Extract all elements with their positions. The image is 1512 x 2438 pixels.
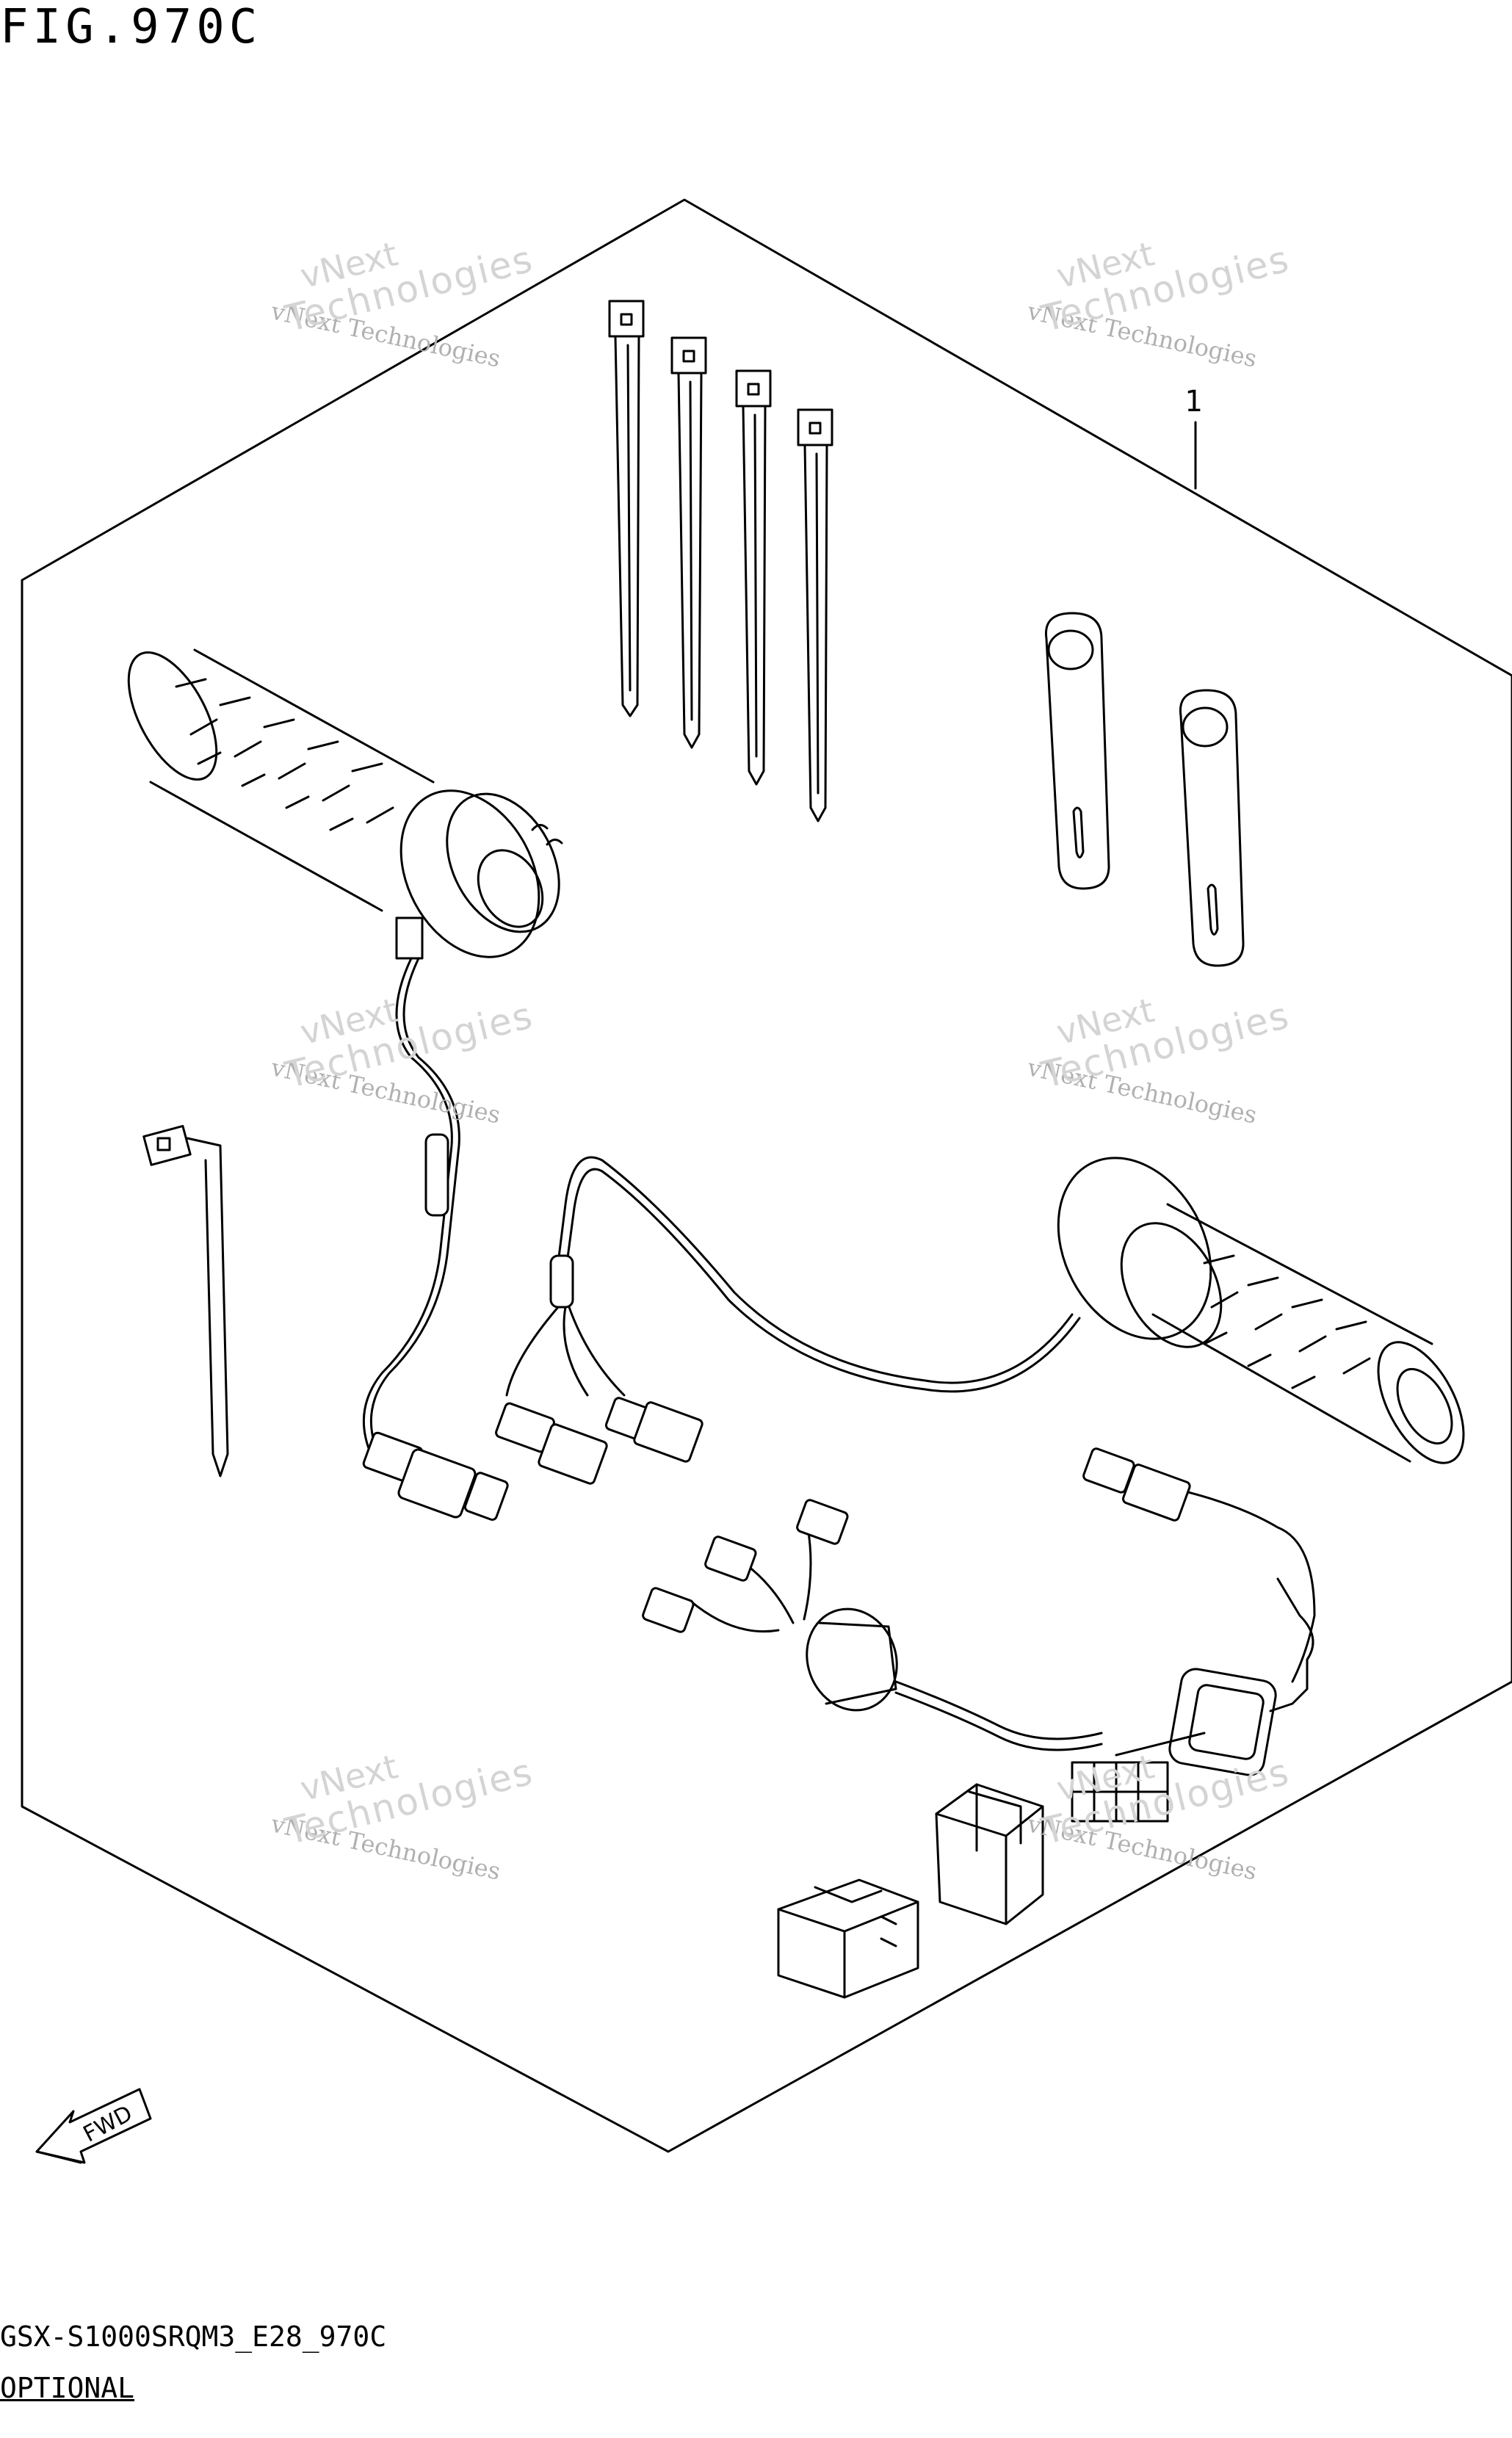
single-tie (142, 1124, 229, 1477)
connector-housing-1 (935, 1783, 1044, 1925)
connector-housing-2 (777, 1878, 919, 1999)
right-heated-grip (1057, 1157, 1465, 1464)
bracket-strap-1 (1044, 612, 1110, 890)
figure-title: FIG.970C (0, 0, 262, 54)
main-harness (642, 1447, 1316, 1823)
fwd-arrow (35, 2088, 152, 2164)
kit-boundary (21, 198, 1512, 2153)
section-name: OPTIONAL (0, 2372, 135, 2404)
cable-tie-4 (797, 408, 833, 822)
left-grip-wire (362, 957, 509, 1521)
cable-tie-3 (735, 369, 772, 786)
left-heated-grip (127, 648, 563, 960)
callout-1-label: 1 (1184, 385, 1202, 419)
bracket-strap-2 (1179, 689, 1245, 967)
cable-tie-2 (670, 336, 707, 749)
model-code: GSX-S1000SRQM3_E28_970C (0, 2321, 387, 2353)
right-grip-wire (495, 1156, 1081, 1485)
cable-tie-1 (608, 300, 645, 717)
